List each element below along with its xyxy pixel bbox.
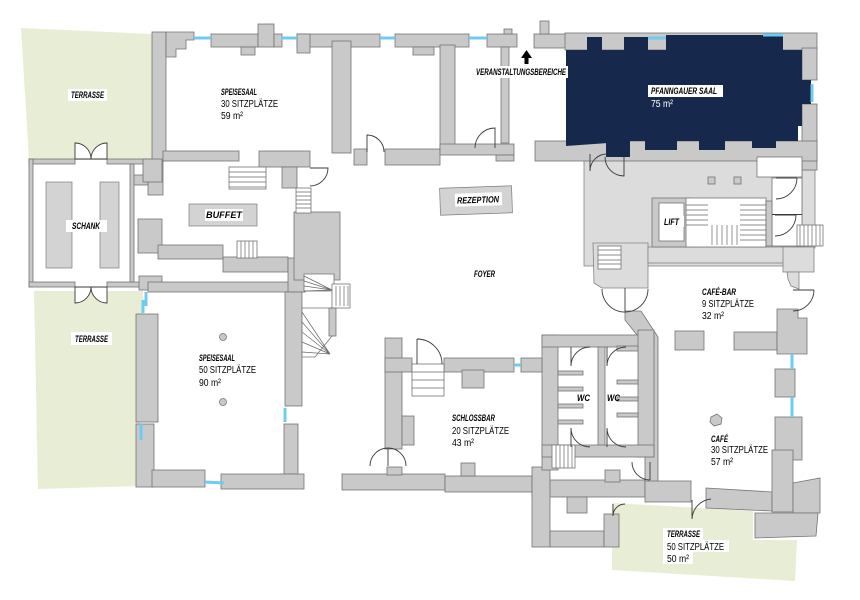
svg-text:75 m²: 75 m² [651,99,674,110]
svg-text:WC: WC [607,393,620,403]
svg-text:30 SITZPLÄTZE: 30 SITZPLÄTZE [221,98,278,110]
svg-text:BUFFET: BUFFET [206,210,244,220]
svg-text:59 m²: 59 m² [221,111,244,122]
svg-text:LIFT: LIFT [664,217,680,227]
svg-text:SPEISESAAL: SPEISESAAL [221,87,257,97]
svg-text:PFANNGAUER SAAL: PFANNGAUER SAAL [651,86,717,96]
svg-text:VERANSTALTUNGSBEREICHE: VERANSTALTUNGSBEREICHE [476,67,567,77]
svg-text:50 SITZPLÄTZE: 50 SITZPLÄTZE [667,541,724,553]
svg-text:SCHANK: SCHANK [72,221,101,231]
svg-text:90 m²: 90 m² [199,378,222,389]
svg-text:FOYER: FOYER [474,269,495,279]
svg-text:CAFÉ: CAFÉ [711,434,729,444]
svg-text:TERRASSE: TERRASSE [75,334,109,344]
svg-text:20 SITZPLÄTZE: 20 SITZPLÄTZE [452,425,509,437]
svg-text:32 m²: 32 m² [702,311,725,322]
svg-text:43 m²: 43 m² [452,438,475,449]
svg-text:SCHLOSSBAR: SCHLOSSBAR [452,413,495,423]
svg-text:50 m²: 50 m² [667,554,690,565]
svg-text:WC: WC [577,393,590,403]
svg-text:50 SITZPLÄTZE: 50 SITZPLÄTZE [199,364,256,376]
svg-text:TERRASSE: TERRASSE [71,90,105,100]
svg-text:SPEISESAAL: SPEISESAAL [199,353,235,363]
svg-text:30 SITZPLÄTZE: 30 SITZPLÄTZE [711,444,768,456]
svg-text:TERRASSE: TERRASSE [667,529,701,539]
svg-text:REZEPTION: REZEPTION [457,194,500,205]
svg-text:9 SITZPLÄTZE: 9 SITZPLÄTZE [702,298,754,310]
svg-text:57 m²: 57 m² [711,457,734,468]
svg-text:CAFÉ-BAR: CAFÉ-BAR [702,287,736,297]
